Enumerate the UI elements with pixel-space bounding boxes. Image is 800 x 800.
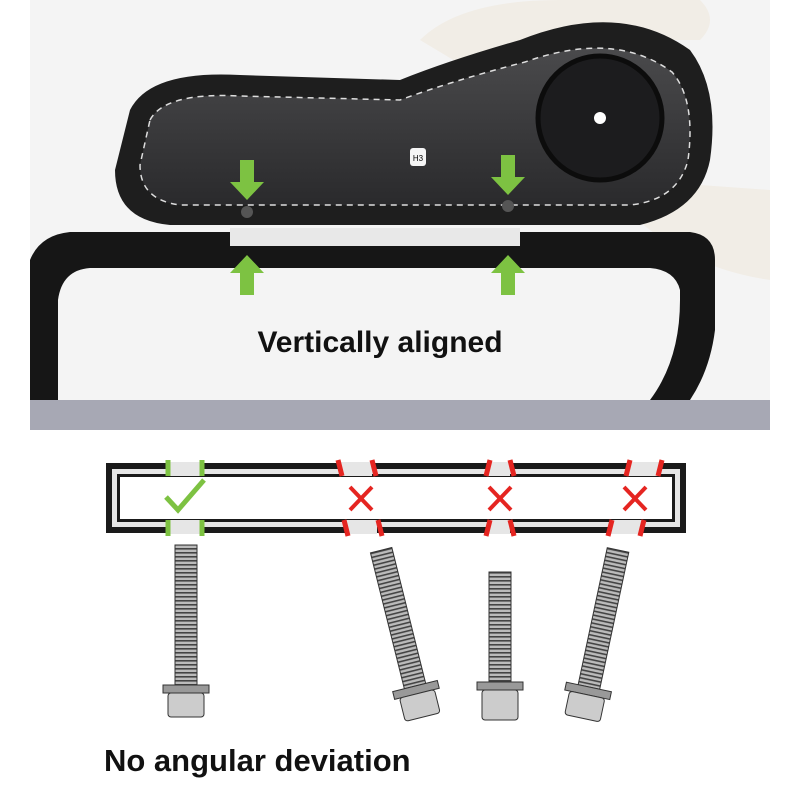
arrow-down-icon: [491, 155, 525, 195]
x-icon: [348, 485, 374, 512]
bolt-short-offset: [476, 571, 524, 721]
bolt-tilted-left: [369, 546, 441, 722]
x-icon: [622, 485, 648, 512]
arrow-down-icon: [230, 160, 264, 200]
arrow-up-icon: [230, 255, 264, 295]
tube-diagram: [106, 459, 686, 537]
product-photo: H3: [30, 0, 770, 430]
check-icon: [164, 478, 206, 514]
armrest-label: H3: [413, 154, 424, 163]
caption-no-angular-deviation: No angular deviation: [104, 743, 411, 778]
x-icon: [487, 485, 513, 512]
alignment-arrows: [230, 155, 525, 295]
mount-plate: [230, 228, 520, 246]
caption-vertically-aligned: Vertically aligned: [257, 326, 503, 359]
bolt-tilted-right: [564, 547, 630, 722]
metal-frame: [30, 232, 715, 400]
bolt-straight: [162, 544, 210, 718]
arrow-up-icon: [491, 255, 525, 295]
table-surface: [30, 400, 770, 430]
